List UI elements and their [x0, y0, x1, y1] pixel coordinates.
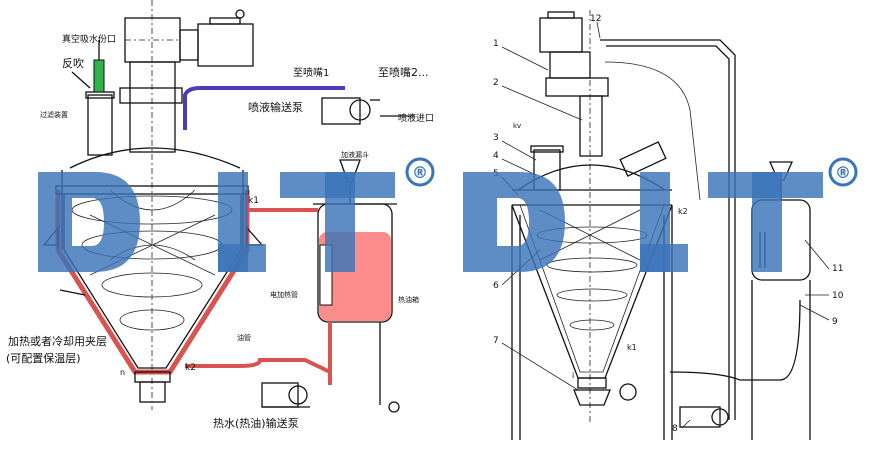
registered-mark-left: ®: [412, 163, 428, 182]
dlt-watermark: [38, 157, 858, 272]
callout-11: 11: [832, 264, 843, 274]
label-spray-pump: 喷液输送泵: [248, 100, 303, 114]
label-i: i: [572, 371, 574, 380]
right-pump: [679, 406, 721, 428]
vacuum-line: [93, 59, 105, 93]
label-n: n: [120, 368, 125, 377]
callout-4: 4: [493, 151, 499, 161]
callout-8: 8: [672, 424, 678, 434]
label-vacuum-port: 真空吸水份口: [62, 33, 116, 45]
label-electric-heater: 电加热管: [270, 290, 298, 299]
left-motor: [124, 9, 254, 67]
label-hot-oil-tank: 热油箱: [398, 295, 419, 304]
label-filter-device: 过滤装置: [40, 110, 68, 119]
registered-mark-right: ®: [835, 163, 851, 182]
label-oil-pipe: 油管: [237, 333, 251, 342]
left-gearbox: [129, 61, 176, 153]
label-k2-left: k2: [185, 363, 196, 373]
spray-pump: [321, 97, 415, 125]
label-kv: kv: [513, 122, 521, 130]
callout-10: 10: [832, 291, 844, 301]
callout-12: 12: [590, 14, 601, 24]
label-to-nozzle-1: 至喷嘴1: [293, 67, 329, 79]
label-to-nozzle-2: 至喷嘴2...: [378, 66, 429, 79]
spray-line: [183, 86, 345, 130]
left-filter-device: [71, 40, 115, 156]
callout-9: 9: [832, 317, 838, 327]
label-k2-right: k2: [678, 207, 688, 216]
callout-2: 2: [493, 78, 499, 88]
label-k1-left: k1: [248, 196, 259, 206]
label-spray-inlet: 喷液进口: [398, 112, 434, 124]
label-jacket-1: 加热或者冷却用夹层: [8, 335, 107, 348]
label-jacket-2: (可配置保温层): [6, 351, 81, 365]
callout-7: 7: [493, 336, 499, 346]
callout-3: 3: [493, 133, 499, 143]
label-backblow: 反吹: [62, 57, 84, 70]
left-vessel-dome: [69, 147, 241, 169]
label-k1-right: k1: [627, 343, 637, 352]
label-feed-funnel: 加液漏斗: [341, 150, 369, 159]
label-hot-water-pump: 热水(热油)输送泵: [213, 416, 299, 430]
callout-1: 1: [493, 39, 499, 49]
right-motor: [539, 17, 583, 53]
callout-6: 6: [493, 281, 499, 291]
hot-water-pump: [261, 382, 310, 408]
